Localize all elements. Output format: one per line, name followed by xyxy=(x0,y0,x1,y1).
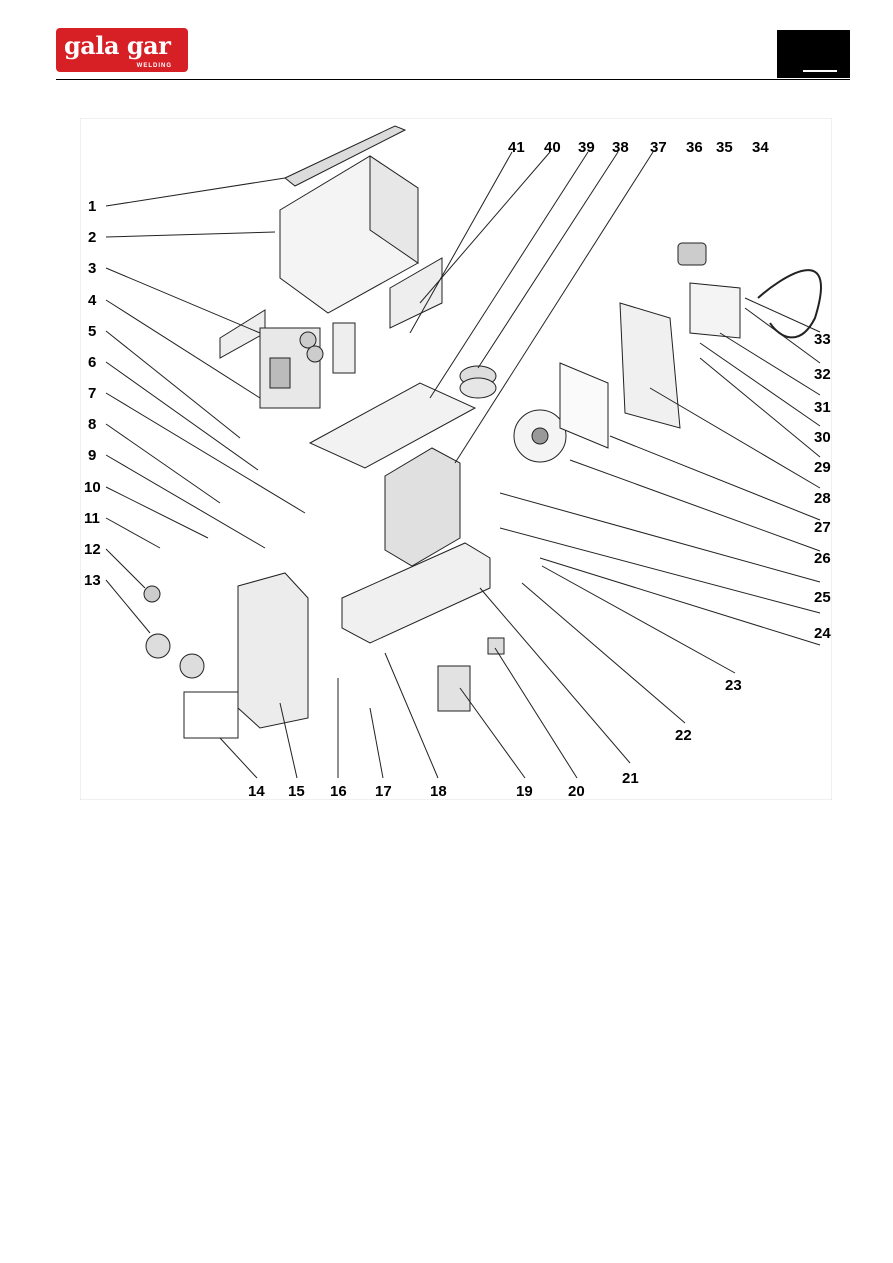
logo-subtitle: WELDING xyxy=(136,63,172,69)
callout-5: 5 xyxy=(88,323,96,340)
header-rule xyxy=(56,79,850,80)
callout-8: 8 xyxy=(88,416,96,433)
callout-6: 6 xyxy=(88,354,96,371)
callout-15: 15 xyxy=(288,783,305,800)
page-tab-marker xyxy=(777,30,850,78)
callout-17: 17 xyxy=(375,783,392,800)
callout-34: 34 xyxy=(752,139,769,156)
callout-21: 21 xyxy=(622,770,639,787)
callout-27: 27 xyxy=(814,519,831,536)
callout-7: 7 xyxy=(88,385,96,402)
exploded-parts-diagram: 1 2 3 4 5 6 7 8 9 10 11 12 13 14 15 16 1… xyxy=(79,117,833,801)
callout-20: 20 xyxy=(568,783,585,800)
callout-25: 25 xyxy=(814,589,831,606)
callout-41: 41 xyxy=(508,139,525,156)
callout-35: 35 xyxy=(716,139,733,156)
callout-11: 11 xyxy=(84,510,100,527)
callout-30: 30 xyxy=(814,429,831,446)
callout-32: 32 xyxy=(814,366,831,383)
callout-18: 18 xyxy=(430,783,447,800)
callout-40: 40 xyxy=(544,139,561,156)
logo-wordmark: gala gar xyxy=(64,31,171,60)
callout-36: 36 xyxy=(686,139,703,156)
callout-26: 26 xyxy=(814,550,831,567)
callout-28: 28 xyxy=(814,490,831,507)
callout-4: 4 xyxy=(88,292,97,309)
callout-23: 23 xyxy=(725,677,742,694)
callout-33: 33 xyxy=(814,331,831,348)
brand-logo: gala gar WELDING xyxy=(56,28,188,72)
callout-3: 3 xyxy=(88,260,96,277)
callout-9: 9 xyxy=(88,447,96,464)
callout-29: 29 xyxy=(814,459,831,476)
callout-24: 24 xyxy=(814,625,831,642)
callout-14: 14 xyxy=(248,783,265,800)
callout-10: 10 xyxy=(84,479,101,496)
callout-39: 39 xyxy=(578,139,595,156)
callout-2: 2 xyxy=(88,229,96,246)
callout-13: 13 xyxy=(84,572,101,589)
callout-1: 1 xyxy=(88,198,96,215)
diagram-svg: 1 2 3 4 5 6 7 8 9 10 11 12 13 14 15 16 1… xyxy=(79,117,833,801)
callout-31: 31 xyxy=(814,399,831,416)
callout-38: 38 xyxy=(612,139,629,156)
callout-16: 16 xyxy=(330,783,347,800)
callout-22: 22 xyxy=(675,727,692,744)
callout-37: 37 xyxy=(650,139,667,156)
callout-19: 19 xyxy=(516,783,533,800)
callout-12: 12 xyxy=(84,541,101,558)
